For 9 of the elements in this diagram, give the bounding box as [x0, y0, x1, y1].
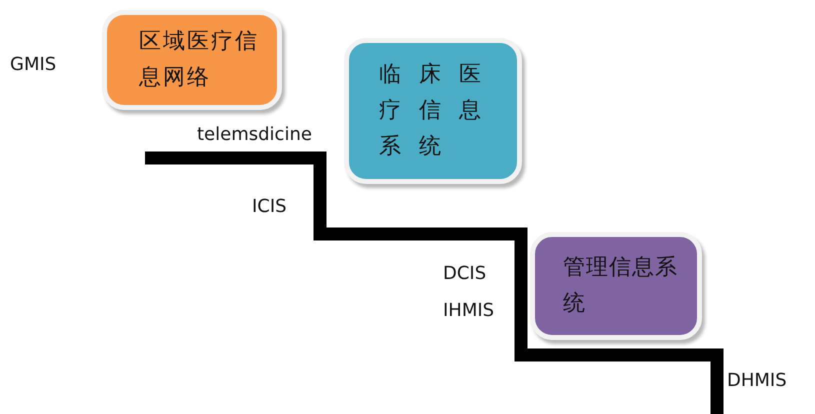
system-abbreviation: IHMIS: [443, 300, 494, 321]
system-abbreviation: DCIS: [443, 263, 486, 284]
system-abbreviation: ICIS: [252, 196, 287, 217]
system-abbreviation: telemsdicine: [197, 124, 312, 145]
system-box: 区域医疗信息网络: [102, 10, 282, 110]
system-abbreviation: DHMIS: [727, 370, 787, 391]
system-box: 管理信息系统: [530, 232, 702, 340]
system-box: 临床医疗信息系统: [344, 38, 522, 184]
system-abbreviation: GMIS: [10, 54, 56, 75]
